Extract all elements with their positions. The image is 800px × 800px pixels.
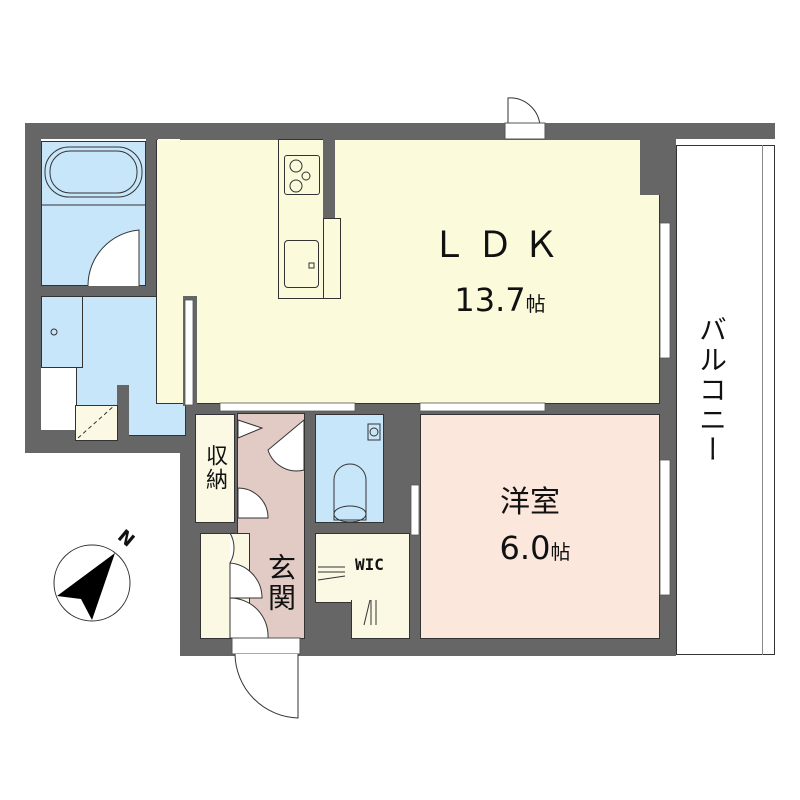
sink-icon bbox=[284, 240, 319, 288]
washbasin bbox=[41, 296, 83, 368]
ldk-size-unit: 帖 bbox=[525, 292, 546, 316]
stove-icon bbox=[284, 155, 320, 195]
kitchen-counter bbox=[278, 139, 324, 299]
room-western bbox=[420, 414, 660, 639]
room-wic bbox=[315, 533, 410, 603]
wall-bath bbox=[146, 123, 158, 298]
ldk-notch bbox=[640, 140, 660, 195]
toilet bbox=[315, 414, 384, 523]
ldk-size-value: 13.7 bbox=[454, 281, 526, 319]
kitchen-wall bbox=[323, 139, 335, 219]
room-wic-lower bbox=[351, 600, 410, 639]
ldk-label: ＬＤＫ bbox=[430, 225, 569, 266]
wic-label: WIC bbox=[355, 555, 384, 574]
wall-wash-inner bbox=[117, 385, 129, 437]
entrance-label: 玄関 bbox=[264, 553, 297, 613]
kitchen-counter-side bbox=[323, 218, 341, 299]
western-size: 6.0帖 bbox=[480, 532, 590, 564]
washer-space bbox=[75, 405, 118, 441]
outer-wall-left bbox=[25, 123, 41, 453]
wall-wash bbox=[41, 286, 191, 298]
western-label: 洋室 bbox=[500, 485, 560, 520]
balcony-rail bbox=[762, 145, 763, 655]
room-storage bbox=[195, 414, 235, 523]
ldk-notch-fill bbox=[156, 140, 201, 295]
western-size-value: 6.0 bbox=[499, 529, 551, 567]
western-size-unit: 帖 bbox=[550, 540, 571, 564]
balcony bbox=[676, 145, 775, 655]
ldk-size: 13.7帖 bbox=[440, 284, 560, 316]
storage-label: 収納 bbox=[202, 444, 227, 492]
balcony-label: バルコニー bbox=[695, 315, 728, 465]
room-ldk-lower bbox=[195, 140, 660, 404]
